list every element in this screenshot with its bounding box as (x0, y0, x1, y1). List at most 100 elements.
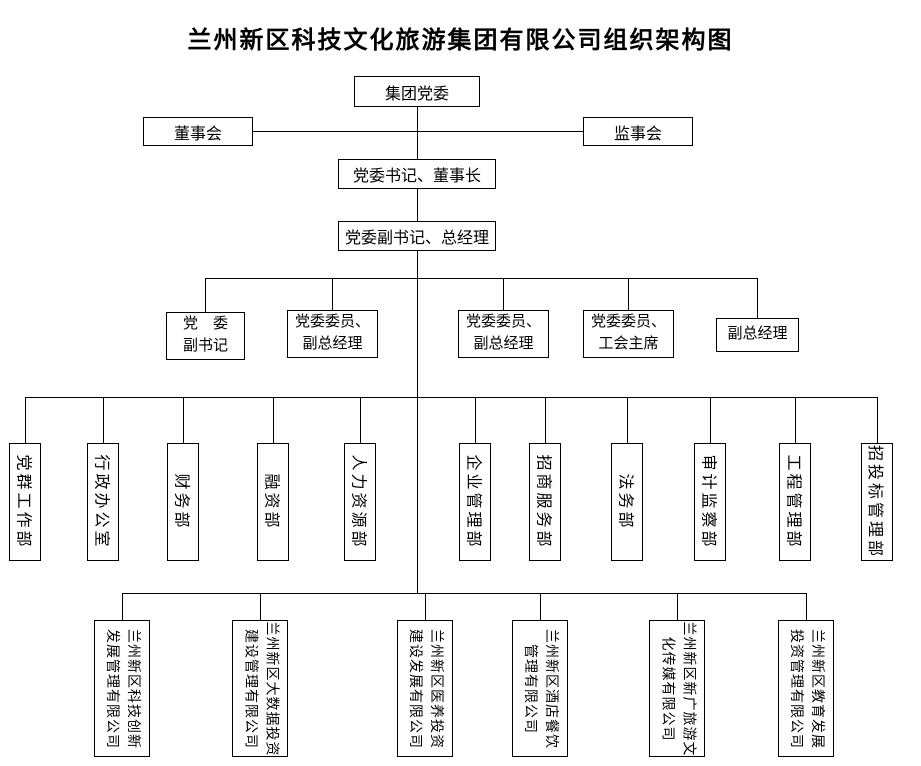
connector-leader-drop-4 (628, 278, 629, 310)
company-box-2: 兰州新区大数据投资 建设管理有限公司 (232, 620, 288, 757)
connector-leader-drop-5 (757, 278, 758, 318)
node-party-committee: 集团党委 (354, 76, 480, 107)
connector-company-row (122, 593, 807, 594)
connector-company-drop-6 (806, 593, 807, 620)
connector-leader-drop-3 (503, 278, 504, 310)
department-box-4: 融资部 (257, 443, 289, 561)
node-supervisory-label: 监事会 (613, 125, 662, 143)
leader-box-2: 党委委员、 副总经理 (287, 310, 378, 358)
connector-dept-drop-7 (545, 397, 546, 443)
company-1-col1: 兰州新区科技创新 (125, 628, 140, 749)
department-box-10: 工程管理部 (779, 443, 811, 561)
leader-5-line1: 副总经理 (727, 326, 788, 343)
node-party-committee-label: 集团党委 (384, 85, 449, 103)
company-4-col1: 兰州新区酒店餐饮 (543, 628, 558, 749)
department-box-3: 财务部 (167, 443, 199, 561)
leader-2-line1: 党委委员、 (294, 314, 370, 331)
leader-2-line2: 副总经理 (302, 336, 363, 352)
leader-box-3: 党委委员、 副总经理 (458, 310, 549, 358)
connector-leadership-row (205, 278, 758, 279)
node-deputy-secretary-gm: 党委副书记、总经理 (338, 221, 496, 251)
connector-secretary-to-deputy (417, 189, 418, 221)
company-box-3: 兰州新区医养投资 建设发展有限公司 (397, 620, 453, 757)
connector-leader-drop-2 (332, 278, 333, 310)
leader-4-line2: 工会主席 (598, 336, 659, 352)
company-label-5: 兰州新区新广旅游文 化传媒有限公司 (656, 621, 698, 756)
company-5-col2: 化传媒有限公司 (659, 636, 674, 741)
department-label-4: 融资部 (262, 473, 280, 531)
company-6-col2: 投资管理有限公司 (788, 628, 803, 749)
company-2-col2: 建设管理有限公司 (242, 628, 257, 749)
node-board-of-directors: 董事会 (143, 117, 253, 146)
page-title: 兰州新区科技文化旅游集团有限公司组织架构图 (187, 28, 734, 54)
department-label-7: 招商服务部 (534, 454, 552, 550)
department-box-2: 行政办公室 (87, 443, 119, 561)
company-box-6: 兰州新区教育发展 投资管理有限公司 (778, 620, 834, 757)
connector-department-row (25, 397, 878, 398)
node-deputy-secretary-gm-label: 党委副书记、总经理 (344, 230, 489, 247)
company-box-4: 兰州新区酒店餐饮 管理有限公司 (512, 620, 568, 757)
leader-4-line1: 党委委员、 (590, 314, 666, 331)
connector-dept-drop-1 (25, 397, 26, 443)
department-box-8: 法务部 (611, 443, 643, 561)
company-5-col1: 兰州新区新广旅游文 (680, 621, 695, 756)
connector-dept-drop-11 (877, 397, 878, 443)
leader-box-5: 副总经理 (716, 318, 799, 352)
company-label-3: 兰州新区医养投资 建设发展有限公司 (404, 629, 446, 749)
company-3-col2: 建设发展有限公司 (407, 628, 422, 749)
company-4-col2: 管理有限公司 (522, 643, 537, 734)
company-6-col1: 兰州新区教育发展 (809, 628, 824, 749)
department-label-5: 人力资源部 (349, 454, 367, 550)
department-label-3: 财务部 (172, 473, 190, 531)
company-2-col1: 兰州新区大数据投资 (263, 621, 278, 756)
department-box-7: 招商服务部 (529, 443, 561, 561)
department-label-2: 行政办公室 (92, 454, 110, 550)
connector-company-drop-4 (540, 593, 541, 620)
connector-company-drop-3 (425, 593, 426, 620)
department-label-1: 党群工作部 (14, 454, 32, 550)
department-label-8: 法务部 (616, 473, 634, 531)
company-1-col2: 发展管理有限公司 (104, 628, 119, 749)
department-label-11: 招投标管理部 (866, 444, 884, 560)
department-box-1: 党群工作部 (9, 443, 41, 561)
node-secretary-chairman: 党委书记、董事长 (338, 159, 496, 189)
department-box-5: 人力资源部 (344, 443, 376, 561)
company-label-2: 兰州新区大数据投资 建设管理有限公司 (239, 621, 281, 756)
company-3-col1: 兰州新区医养投资 (428, 628, 443, 749)
company-box-1: 兰州新区科技创新 发展管理有限公司 (94, 620, 150, 757)
department-label-9: 审计监察部 (699, 454, 717, 550)
connector-dept-drop-10 (795, 397, 796, 443)
connector-dept-drop-4 (273, 397, 274, 443)
leader-3-line2: 副总经理 (473, 336, 534, 352)
connector-dept-drop-9 (710, 397, 711, 443)
company-label-6: 兰州新区教育发展 投资管理有限公司 (785, 629, 827, 749)
company-label-1: 兰州新区科技创新 发展管理有限公司 (101, 629, 143, 749)
company-label-4: 兰州新区酒店餐饮 管理有限公司 (519, 629, 561, 749)
connector-central-trunk (417, 251, 418, 593)
department-box-11: 招投标管理部 (861, 443, 893, 561)
connector-dept-drop-3 (183, 397, 184, 443)
connector-company-drop-2 (260, 593, 261, 620)
node-secretary-chairman-label: 党委书记、董事长 (352, 168, 481, 185)
connector-committee-to-secretary (417, 107, 418, 159)
company-box-5: 兰州新区新广旅游文 化传媒有限公司 (649, 620, 705, 757)
connector-leader-drop-1 (205, 278, 206, 312)
connector-company-drop-1 (122, 593, 123, 620)
leader-box-4: 党委委员、 工会主席 (583, 310, 674, 358)
node-supervisory-board: 监事会 (583, 117, 693, 146)
node-board-label: 董事会 (173, 125, 222, 143)
connector-company-drop-5 (677, 593, 678, 620)
connector-dept-drop-2 (103, 397, 104, 443)
department-box-9: 审计监察部 (694, 443, 726, 561)
leader-box-1: 党 委 副书记 (166, 312, 245, 360)
department-label-10: 工程管理部 (784, 454, 802, 550)
leader-1-line2: 副书记 (182, 338, 228, 354)
leader-3-line1: 党委委员、 (465, 314, 541, 331)
connector-board-supervisory-row (252, 131, 583, 132)
connector-dept-drop-5 (360, 397, 361, 443)
leader-1-line1: 党 委 (182, 316, 228, 333)
department-box-6: 企业管理部 (459, 443, 491, 561)
connector-dept-drop-8 (627, 397, 628, 443)
department-label-6: 企业管理部 (464, 454, 482, 550)
